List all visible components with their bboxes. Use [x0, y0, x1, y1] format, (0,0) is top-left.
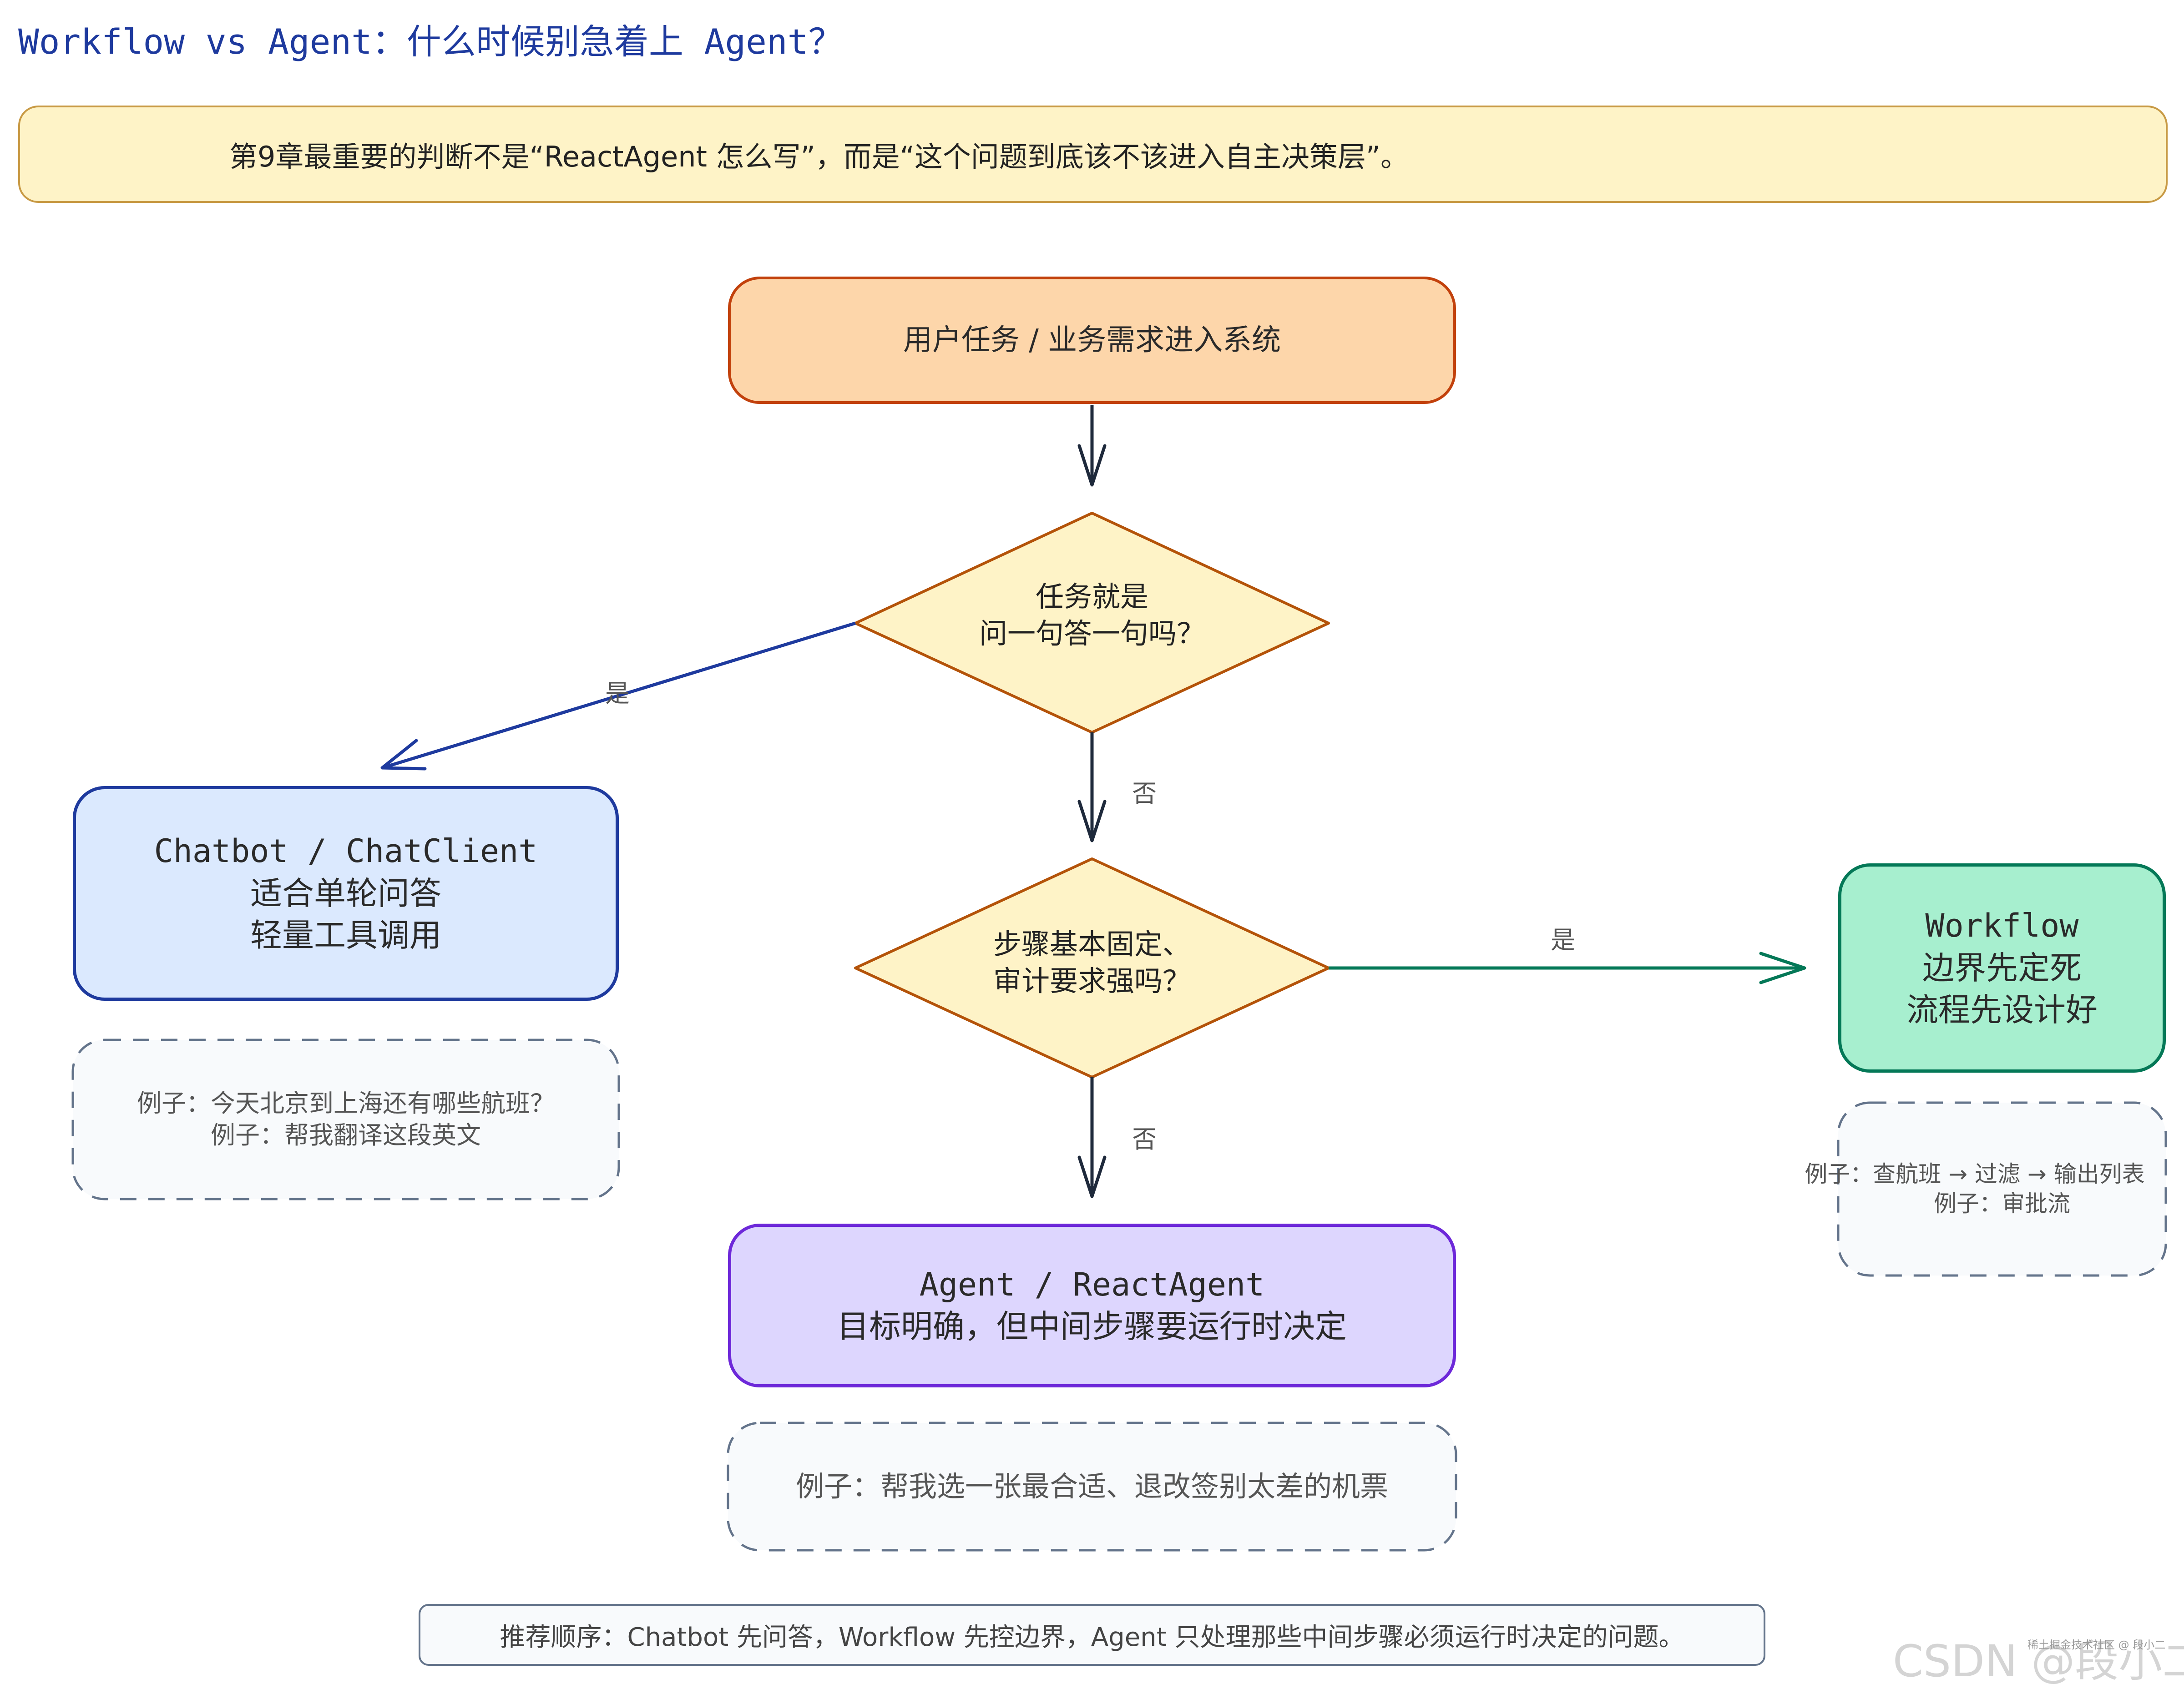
arrowhead-down-2 [1077, 800, 1107, 842]
note-workflow-line1: 例子：查航班 → 过滤 → 输出列表 [1805, 1161, 2145, 1187]
node-workflow-line3: 流程先设计好 [1906, 991, 2098, 1029]
decision1-line1: 任务就是 [1035, 580, 1148, 613]
edge-decision1-yes [381, 621, 856, 770]
node-agent-title: Agent / ReactAgent [919, 1265, 1265, 1303]
watermark-juejin: 稀土掘金技术社区 @ 段小二 [2027, 1639, 2166, 1651]
node-agent: Agent / ReactAgent 目标明确，但中间步骤要运行时决定 [728, 1224, 1456, 1387]
decision1-text: 任务就是 问一句答一句吗？ [901, 579, 1283, 652]
node-start-label: 用户任务 / 业务需求进入系统 [903, 323, 1281, 357]
arrowhead-to-workflow [1759, 952, 1806, 984]
note-workflow-line2: 例子：审批流 [1934, 1190, 2070, 1217]
note-agent-text: 例子：帮我选一张最合适、退改签别太差的机票 [795, 1469, 1388, 1503]
node-workflow: Workflow 边界先定死 流程先设计好 [1838, 863, 2166, 1073]
banner-text: 第9章最重要的判断不是“ReactAgent 怎么写”，而是“这个问题到底该不该… [229, 140, 1409, 173]
page-title: Workflow vs Agent：什么时候别急着上 Agent？ [18, 21, 843, 62]
node-chatbot: Chatbot / ChatClient 适合单轮问答 轻量工具调用 [73, 786, 619, 1001]
node-chatbot-line3: 轻量工具调用 [250, 917, 441, 954]
arrowhead-to-chatbot [380, 739, 427, 771]
decision1-line2: 问一句答一句吗？ [979, 616, 1205, 650]
edge-label-d1-no: 否 [1132, 779, 1157, 808]
note-chatbot: 例子：今天北京到上海还有哪些航班？ 例子：帮我翻译这段英文 [73, 1040, 619, 1199]
node-start: 用户任务 / 业务需求进入系统 [728, 277, 1456, 404]
edge-label-d2-no: 否 [1132, 1125, 1157, 1154]
watermark-csdn: CSDN @段小二 [1893, 1636, 2184, 1687]
arrowhead-down-1 [1077, 444, 1107, 487]
note-workflow: 例子：查航班 → 过滤 → 输出列表 例子：审批流 [1805, 1103, 2166, 1276]
note-chatbot-outline [71, 1039, 620, 1200]
note-agent: 例子：帮我选一张最合适、退改签别太差的机票 [728, 1423, 1456, 1550]
note-agent-outline [727, 1422, 1457, 1552]
note-chatbot-line2: 例子：帮我翻译这段英文 [211, 1121, 481, 1150]
note-chatbot-line1: 例子：今天北京到上海还有哪些航班？ [137, 1089, 555, 1118]
footer-text: 推荐顺序：Chatbot 先问答，Workflow 先控边界，Agent 只处理… [500, 1622, 1684, 1652]
node-workflow-line2: 边界先定死 [1922, 949, 2082, 987]
node-agent-line2: 目标明确，但中间步骤要运行时决定 [837, 1308, 1347, 1345]
arrowhead-down-3 [1077, 1155, 1107, 1198]
footer-recommendation: 推荐顺序：Chatbot 先问答，Workflow 先控边界，Agent 只处理… [419, 1604, 1765, 1666]
decision2-line1: 步骤基本固定、 [993, 928, 1191, 961]
node-workflow-title: Workflow [1925, 907, 2079, 945]
node-chatbot-line2: 适合单轮问答 [250, 874, 441, 912]
node-chatbot-title: Chatbot / ChatClient [154, 832, 538, 870]
banner-note: 第9章最重要的判断不是“ReactAgent 怎么写”，而是“这个问题到底该不该… [18, 106, 2168, 203]
decision2-text: 步骤基本固定、 审计要求强吗？ [901, 926, 1283, 999]
decision2-line2: 审计要求强吗？ [993, 964, 1191, 998]
edge-label-d1-yes: 是 [605, 679, 630, 708]
note-workflow-outline [1837, 1101, 2167, 1277]
edge-label-d2-yes: 是 [1551, 926, 1575, 954]
